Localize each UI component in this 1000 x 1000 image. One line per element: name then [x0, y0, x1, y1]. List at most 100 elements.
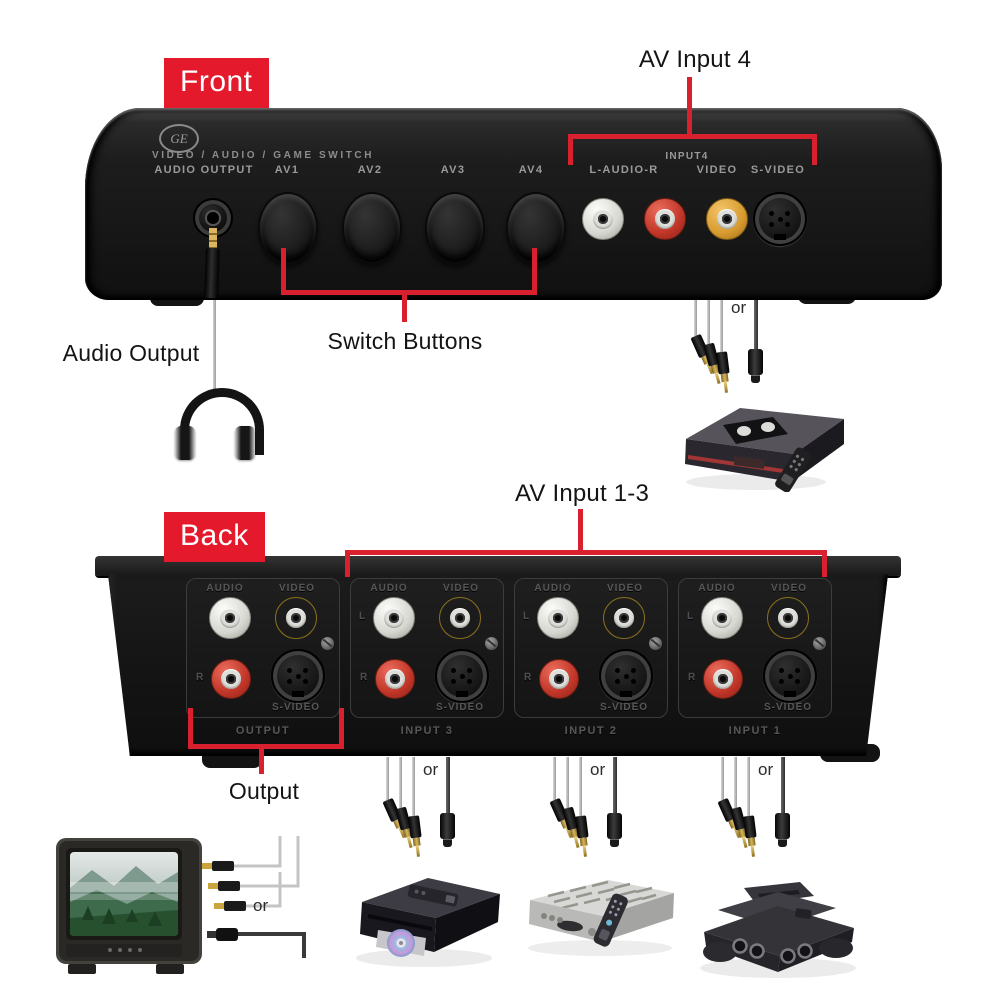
av3-label: AV3 [440, 164, 466, 176]
video-label: VIDEO [442, 583, 480, 594]
video-label: VIDEO [770, 583, 808, 594]
s-video-port [763, 649, 817, 703]
s-video-cable-icon [754, 293, 758, 351]
s-video-cable-icon [446, 757, 450, 815]
av-input-1-3-stem [578, 509, 583, 552]
group-name-label: INPUT 3 [400, 725, 454, 737]
video-label: VIDEO [606, 583, 644, 594]
dvd-player-icon [356, 878, 500, 967]
output-callout: Output [228, 778, 300, 804]
av3-switch-button [425, 192, 485, 264]
s-video-cable-icon [613, 757, 617, 815]
s-video-label: S-VIDEO [435, 702, 485, 713]
s-video-label: S-VIDEO [599, 702, 649, 713]
l-audio-r-label: L-AUDIO-R [589, 164, 659, 176]
s-video-port [271, 649, 325, 703]
group-name-label: INPUT 1 [728, 725, 782, 737]
audio-l-jack [373, 597, 415, 639]
rca-cable-icon [720, 293, 723, 355]
audio-r-jack [375, 659, 415, 699]
audio-r-jack [644, 198, 686, 240]
input2-group: AUDIO VIDEO L R S-VIDEO INPUT 2 [514, 578, 668, 737]
screw-icon [649, 637, 662, 650]
output-bracket [188, 708, 344, 749]
left-channel-label: L [523, 611, 530, 622]
group-name-label: OUTPUT [235, 725, 291, 737]
input3-cable-options: or [382, 757, 482, 869]
s-video-port [753, 192, 807, 246]
right-channel-label: R [524, 672, 532, 683]
video-jack [706, 198, 748, 240]
video-label: VIDEO [278, 583, 316, 594]
audio-l-jack [582, 198, 624, 240]
video-jack [275, 597, 317, 639]
group-name-label: INPUT 2 [564, 725, 618, 737]
or-label: or [590, 760, 606, 779]
rca-cable-icon [412, 757, 415, 819]
av4-label: AV4 [518, 164, 544, 176]
s-video-port [435, 649, 489, 703]
cable-box-icon [528, 880, 674, 956]
audio-r-jack [539, 659, 579, 699]
screw-icon [485, 637, 498, 650]
switch-buttons-bracket [281, 248, 537, 295]
headphone-cup-left [175, 426, 195, 460]
rca-cable-icon [566, 757, 569, 811]
rca-plug-icon [408, 815, 422, 839]
rca-cable-icon [747, 757, 750, 819]
input1-group: AUDIO VIDEO L R S-VIDEO INPUT 1 [678, 578, 832, 737]
rca-cable-icon [553, 757, 556, 803]
rca-cable-icon [386, 757, 389, 803]
back-panel-top-edge [95, 556, 901, 576]
headphone-plug-pin [209, 228, 217, 250]
av-input4-callout: AV Input 4 [638, 46, 752, 73]
av-input-1-3-callout: AV Input 1-3 [514, 480, 650, 507]
input3-group: AUDIO VIDEO L R S-VIDEO INPUT 3 [350, 578, 504, 737]
switch-buttons-stem [402, 290, 407, 322]
headphones-icon [170, 386, 264, 462]
rca-plug-icon [716, 351, 730, 375]
headphone-band [180, 388, 264, 455]
headphone-cable [213, 296, 216, 390]
rca-cable-icon [734, 757, 737, 811]
audio-l-jack [701, 597, 743, 639]
or-label: or [423, 760, 439, 779]
right-channel-label: R [360, 672, 368, 683]
s-video-plug-icon [775, 813, 790, 847]
headphone-cup-right [235, 426, 255, 460]
s-video-cable-icon [781, 757, 785, 815]
front-panel-title: VIDEO / AUDIO / GAME SWITCH [152, 150, 375, 161]
input1-cable-options: or [717, 757, 817, 869]
s-video-label: S-VIDEO [271, 702, 321, 713]
switch-front-panel: GE VIDEO / AUDIO / GAME SWITCH AUDIO OUT… [85, 108, 942, 300]
right-channel-label: R [688, 672, 696, 683]
output-group: AUDIO VIDEO R S-VIDEO OUTPUT [186, 578, 340, 737]
left-channel-label: L [359, 611, 366, 622]
vcr-with-remote-icon [685, 408, 844, 492]
rca-plug-icon [575, 815, 589, 839]
audio-label: AUDIO [698, 583, 736, 594]
crt-tv-icon [56, 838, 202, 974]
audio-r-jack [211, 659, 251, 699]
audio-label: AUDIO [370, 583, 408, 594]
audio-l-jack [537, 597, 579, 639]
rca-cable-icon [399, 757, 402, 811]
switch-buttons-callout: Switch Buttons [327, 328, 483, 354]
rca-cable-icon [694, 293, 697, 339]
front-tag: Front [164, 58, 269, 108]
rca-cable-icon [721, 757, 724, 803]
av-input4-bracket [568, 134, 817, 165]
switch-back-panel: AUDIO VIDEO R S-VIDEO OUTPUT AUDIO VIDEO… [108, 574, 888, 756]
s-video-plug-icon [440, 813, 455, 847]
audio-r-jack [703, 659, 743, 699]
screw-icon [321, 637, 334, 650]
audio-output-port-label: AUDIO OUTPUT [154, 164, 254, 176]
s-video-port-label: S-VIDEO [750, 164, 806, 176]
input4-cable-options: or [690, 293, 790, 405]
audio-l-jack [209, 597, 251, 639]
audio-output-callout: Audio Output [62, 340, 200, 366]
rca-cable-icon [579, 757, 582, 819]
s-video-port [599, 649, 653, 703]
av-input4-stem [687, 77, 692, 135]
